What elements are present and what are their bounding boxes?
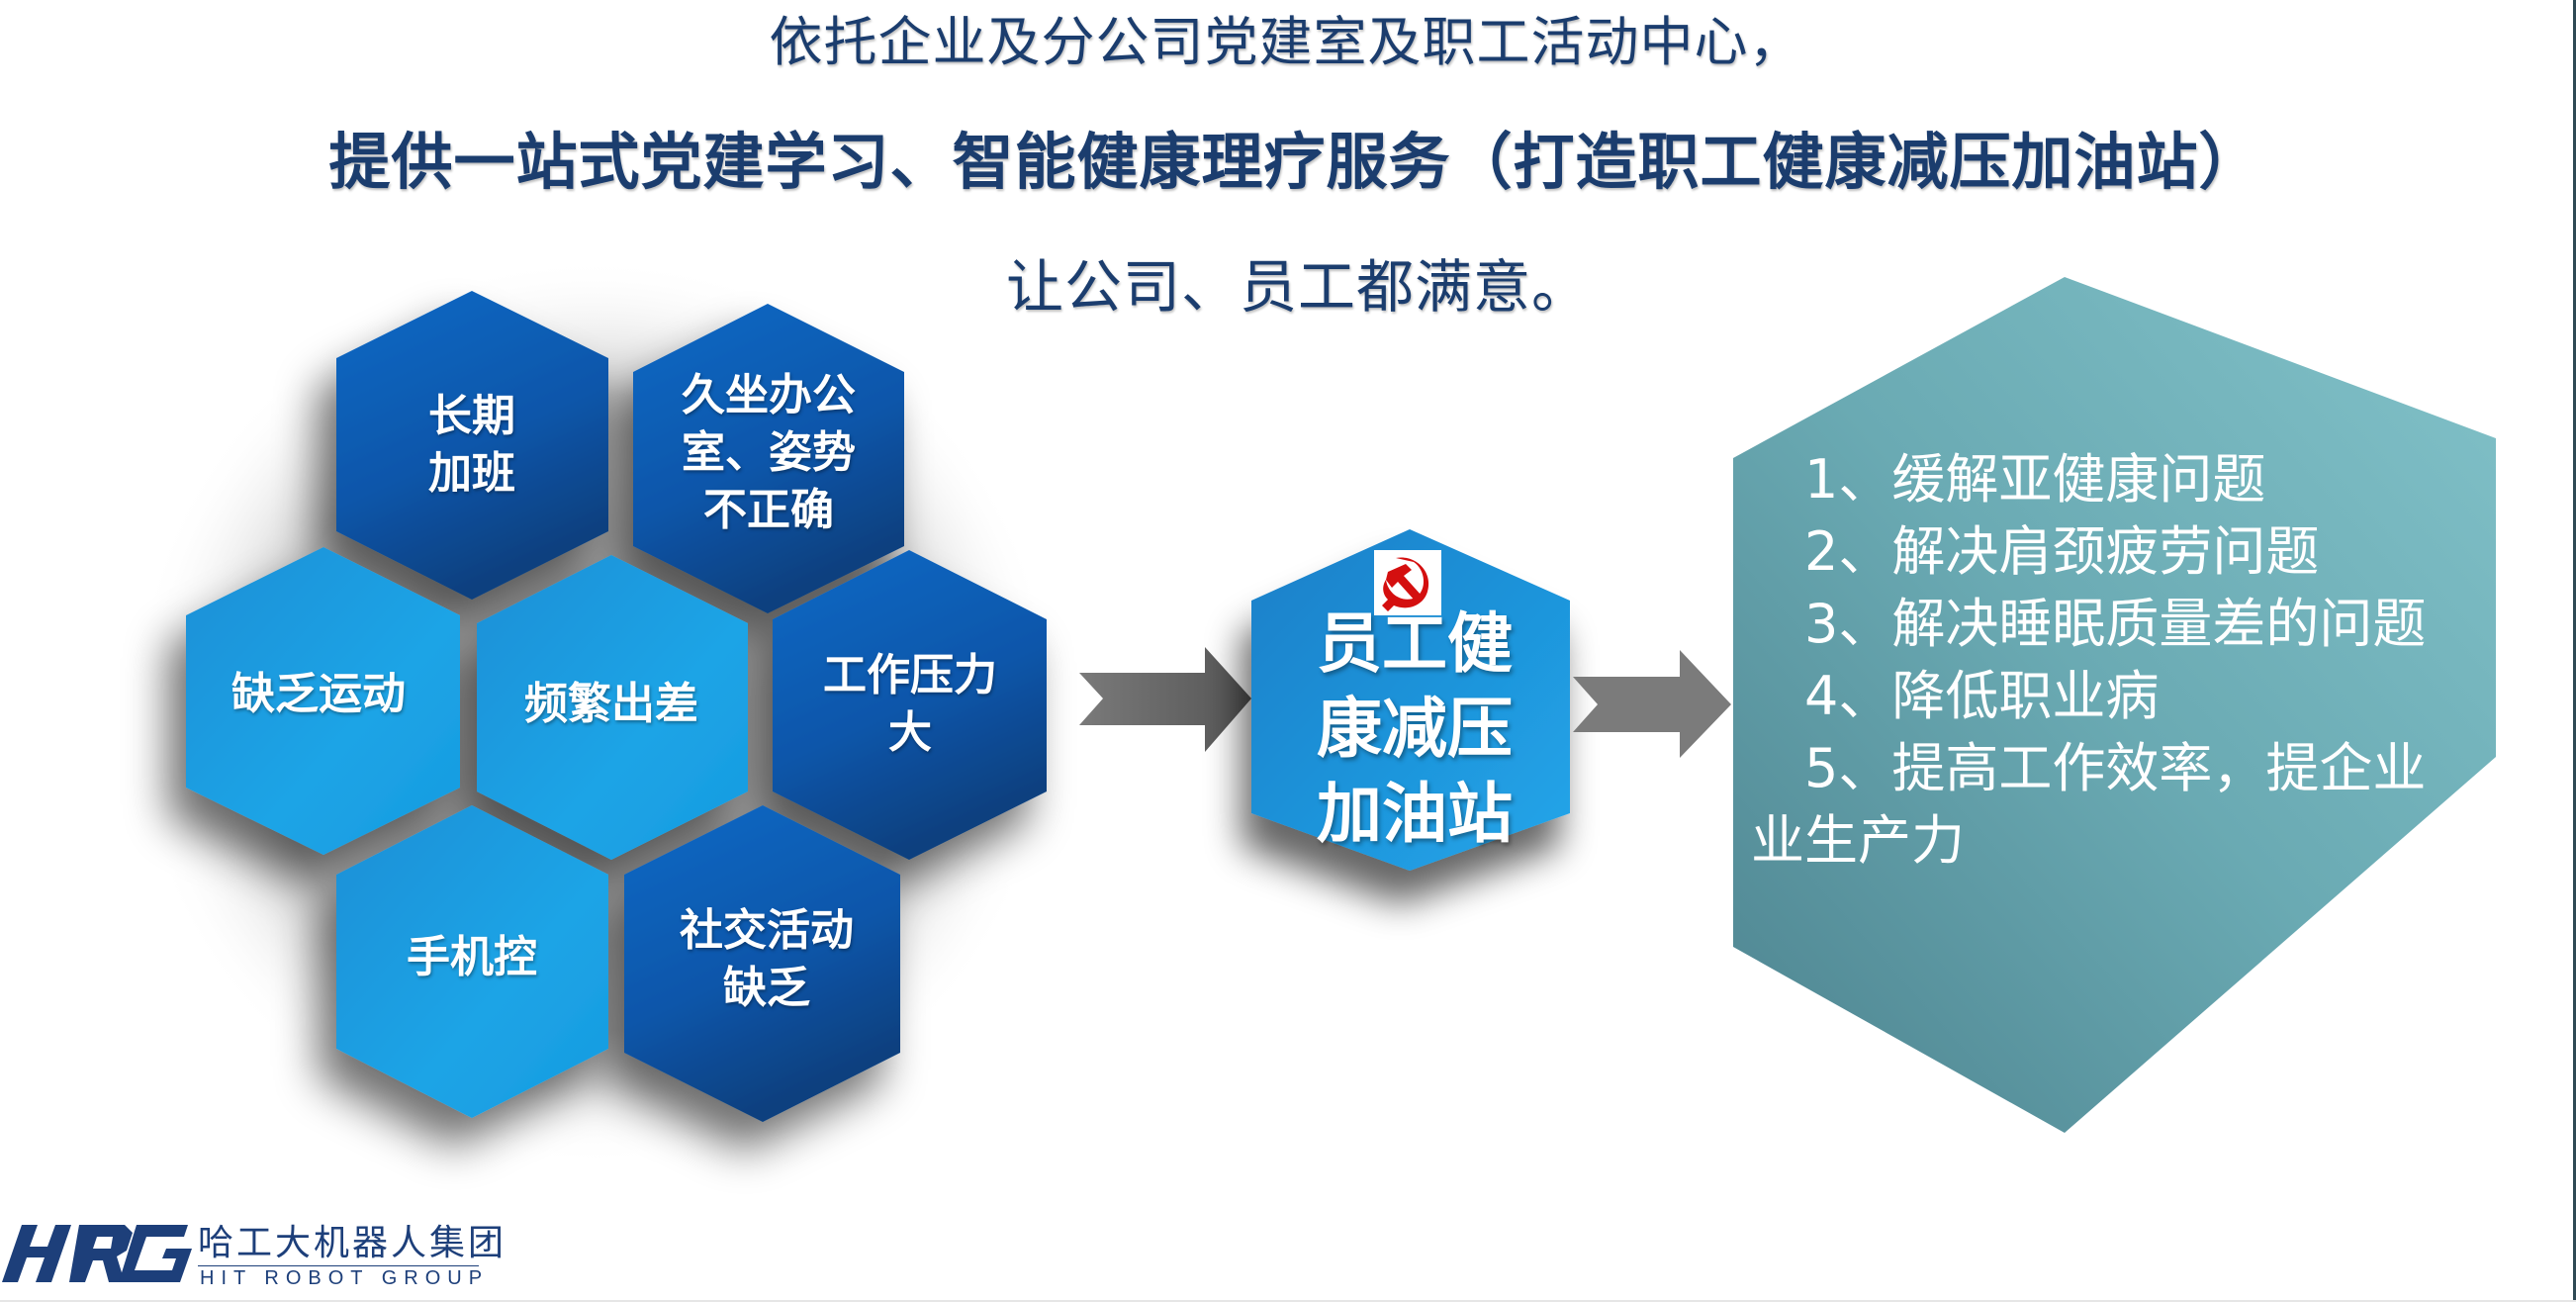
hex-label-line: 室、姿势: [682, 427, 856, 478]
slide-bottom-border: [0, 1300, 2576, 1302]
arrow-right-icon: [1079, 647, 1251, 752]
header-line-3: 让公司、员工都满意。: [1005, 253, 1590, 321]
benefit-item: 4、降低职业病: [1751, 660, 2463, 732]
benefit-item: 1、缓解亚健康问题: [1751, 443, 2463, 515]
hex-label-line: 不正确: [703, 485, 834, 535]
hex-frequent-travel: [477, 555, 748, 860]
center-station-label: 员工健 康减压 加油站: [1317, 602, 1513, 857]
arrow-right-icon: [1573, 650, 1731, 758]
hex-lack-social: [624, 805, 900, 1122]
hex-benefits: [1733, 277, 2496, 1133]
brand-name-cn: 哈工大机器人集团: [198, 1223, 507, 1263]
benefit-number: 5、: [1804, 737, 1892, 799]
hrg-logo-icon: [2, 1225, 192, 1282]
hex-label-line: 频繁出差: [524, 679, 698, 729]
benefits-list: 1、缓解亚健康问题 2、解决肩颈疲劳问题 3、解决睡眠质量差的问题 4、降低职业…: [1751, 443, 2463, 877]
hex-lack-exercise: [186, 547, 460, 855]
benefit-number: 4、: [1804, 665, 1892, 727]
hex-phone-addiction: [336, 805, 608, 1118]
header-line-1: 依托企业及分公司党建室及职工活动中心，: [769, 11, 1803, 73]
brand-name-en: HIT ROBOT GROUP: [200, 1267, 490, 1289]
benefit-text: 缓解亚健康问题: [1891, 448, 2266, 511]
hex-label-line: 大: [888, 707, 932, 758]
hex-label-lack-social: 社交活动 缺乏: [680, 902, 854, 1017]
benefit-number: 2、: [1804, 520, 1892, 583]
hex-label-frequent-travel: 频繁出差: [524, 676, 698, 733]
benefit-number: 3、: [1804, 593, 1892, 655]
benefit-item: 5、提高工作效率，提企业业生产力: [1751, 732, 2463, 877]
benefit-text: 提高工作效率，提企业业生产力: [1751, 737, 2427, 872]
hex-label-line: 工作压力: [823, 650, 997, 700]
honeycomb-cluster: [186, 291, 1047, 1122]
hex-label-line: 缺乏运动: [231, 669, 406, 719]
hex-label-lack-exercise: 缺乏运动: [231, 666, 406, 723]
party-emblem-icon: [1374, 550, 1441, 615]
benefit-text: 解决肩颈疲劳问题: [1891, 520, 2320, 583]
hex-label-line: 长期: [428, 391, 515, 441]
benefit-item: 2、解决肩颈疲劳问题: [1751, 515, 2463, 588]
benefit-text: 降低职业病: [1891, 665, 2160, 727]
hex-label-line: 缺乏: [723, 963, 810, 1013]
header-line-2: 提供一站式党建学习、智能健康理疗服务（打造职工健康减压加油站）: [328, 126, 2261, 198]
hex-label-phone-addiction: 手机控: [407, 929, 537, 986]
slide-right-border: [2573, 0, 2576, 1302]
hex-label-work-pressure: 工作压力 大: [823, 647, 997, 762]
hex-label-line: 手机控: [407, 932, 537, 982]
benefit-item: 3、解决睡眠质量差的问题: [1751, 588, 2463, 660]
hex-label-line: 社交活动: [680, 905, 854, 956]
hex-center-station: [1251, 529, 1570, 871]
brand-divider: [198, 1265, 479, 1266]
hex-label-sedentary-posture: 久坐办公 室、姿势 不正确: [682, 367, 856, 539]
benefit-number: 1、: [1804, 448, 1892, 511]
hex-sedentary-posture: [633, 304, 904, 613]
center-label-line: 员工健: [1317, 605, 1513, 682]
hex-label-long-overtime: 长期 加班: [428, 388, 515, 503]
center-label-line: 康减压: [1317, 691, 1513, 767]
hex-label-line: 久坐办公: [682, 370, 856, 420]
hex-work-pressure: [773, 550, 1047, 860]
hex-long-overtime: [336, 291, 608, 600]
benefit-text: 解决睡眠质量差的问题: [1891, 593, 2427, 655]
center-label-line: 加油站: [1317, 776, 1513, 852]
hex-label-line: 加班: [428, 448, 515, 499]
